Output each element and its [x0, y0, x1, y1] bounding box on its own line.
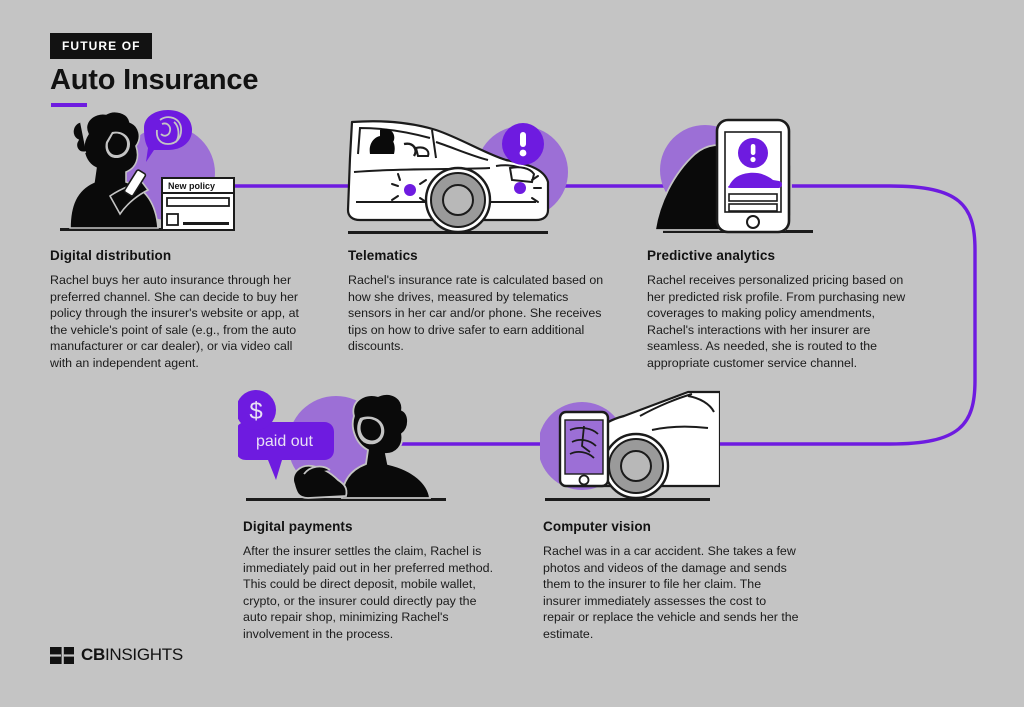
eyebrow-label: FUTURE OF: [50, 33, 152, 59]
ground-line: [348, 231, 548, 234]
smartphone-camera-icon: [558, 410, 610, 488]
home-button-icon: [746, 215, 760, 229]
policy-form-icon: New policy: [161, 177, 235, 231]
text-bar: [728, 193, 778, 202]
car-glyph-icon: [727, 172, 782, 188]
ground-line: [60, 228, 180, 231]
cb-insights-wordmark: CBINSIGHTS: [81, 645, 183, 665]
open-hand-icon: [292, 464, 348, 499]
step-body: Rachel's insurance rate is calculated ba…: [348, 273, 604, 354]
step-heading: Telematics: [348, 248, 418, 263]
step-body: Rachel buys her auto insurance through h…: [50, 273, 299, 370]
dollar-sign-icon: $: [238, 390, 276, 430]
driver-silhouette-icon: [369, 128, 395, 154]
step-block-digital-distribution: Digital distribution Rachel buys her aut…: [50, 248, 310, 372]
step-body: Rachel was in a car accident. She takes …: [543, 544, 799, 641]
digital-distribution-illustration: New policy: [60, 110, 235, 231]
step-heading: Digital distribution: [50, 248, 172, 263]
step-heading: Computer vision: [543, 519, 652, 534]
logo-light-text: INSIGHTS: [104, 645, 183, 664]
svg-text:$: $: [249, 398, 262, 425]
wheel-icon: [424, 166, 492, 234]
paid-out-label: paid out: [256, 433, 313, 450]
computer-vision-illustration: [540, 390, 720, 501]
text-bar: [728, 203, 778, 212]
person-silhouette-icon: [69, 110, 159, 229]
logo-bold-text: CB: [81, 645, 105, 664]
wheel-icon: [602, 432, 670, 500]
predictive-analytics-illustration: [655, 118, 813, 234]
alert-exclamation-icon: [738, 138, 768, 168]
damage-crack-icon: [569, 425, 599, 459]
step-block-computer-vision: Computer vision Rachel was in a car acci…: [543, 519, 801, 643]
smartphone-icon: [108, 169, 150, 216]
sensor-dot-icon: [514, 175, 542, 203]
ground-line: [246, 498, 446, 501]
digital-payments-illustration: paid out $: [238, 390, 446, 501]
step-heading: Digital payments: [243, 519, 353, 534]
alert-exclamation-icon: [502, 123, 544, 165]
step-body: After the insurer settles the claim, Rac…: [243, 544, 494, 641]
speech-bubble-icon: paid out: [238, 422, 334, 480]
title-underline-rule: [51, 103, 87, 107]
sensor-dot-icon: [391, 173, 427, 203]
ground-line: [545, 498, 710, 501]
policy-card-label: New policy: [168, 181, 215, 191]
step-heading: Predictive analytics: [647, 248, 776, 263]
cb-insights-logo: CBINSIGHTS: [50, 645, 183, 665]
step-block-digital-payments: Digital payments After the insurer settl…: [243, 519, 503, 643]
telematics-illustration: [346, 120, 568, 234]
step-body: Rachel receives personalized pricing bas…: [647, 273, 906, 370]
step-block-telematics: Telematics Rachel's insurance rate is ca…: [348, 248, 608, 355]
step-block-predictive-analytics: Predictive analytics Rachel receives per…: [647, 248, 909, 372]
cb-insights-mark-icon: [50, 646, 74, 664]
page-title: Auto Insurance: [50, 64, 259, 96]
video-call-bubble-icon: [144, 110, 192, 162]
home-button-icon: [578, 474, 590, 486]
